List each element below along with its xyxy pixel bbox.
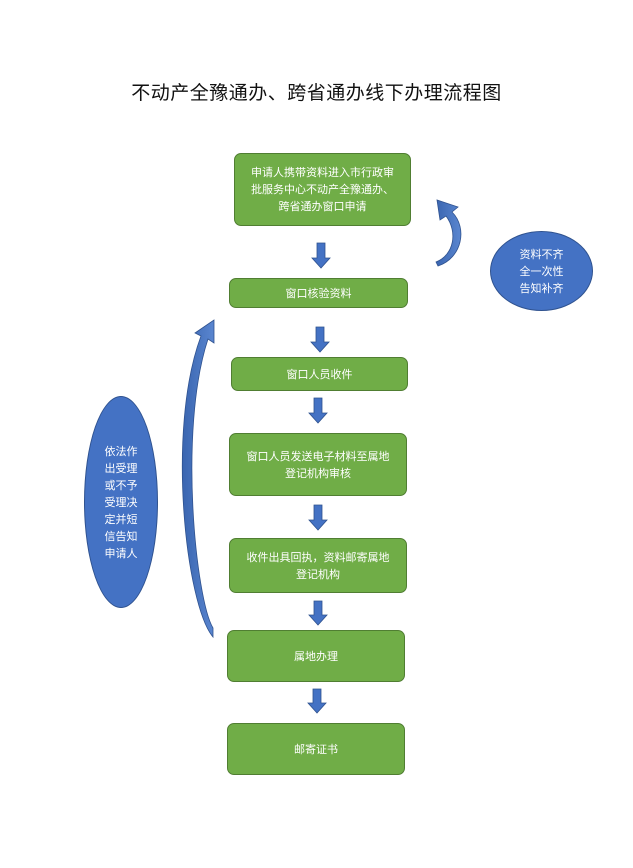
step-apply-line-1: 申请人携带资料进入市行政审: [251, 166, 394, 179]
note-decision-line-2: 出受理: [104, 461, 138, 475]
down-arrow-icon: [311, 242, 331, 269]
step-send-electronic-materials: 窗口人员发送电子材料至属地 登记机构审核: [229, 433, 407, 496]
step-receive-documents-label: 窗口人员收件: [286, 367, 353, 381]
note-decision-line-7: 申请人: [104, 546, 138, 560]
step-send-line-2: 登记机构审核: [285, 466, 351, 480]
note-acceptance-decision: 依法作 出受理 或不予 受理决 定并短 信告知 申请人: [84, 396, 158, 608]
step-mail-certificate-label: 邮寄证书: [294, 742, 338, 756]
down-arrow-icon: [307, 688, 327, 714]
step-local-processing: 属地办理: [227, 630, 405, 682]
step-verify-documents: 窗口核验资料: [229, 278, 408, 308]
step-receipt-line-1: 收件出具回执，资料邮寄属地: [246, 550, 390, 564]
step-local-processing-label: 属地办理: [294, 649, 338, 663]
step-receive-documents: 窗口人员收件: [231, 357, 408, 391]
step-receipt-line-2: 登记机构: [296, 567, 340, 581]
note-decision-line-1: 依法作: [104, 444, 138, 458]
step-issue-receipt: 收件出具回执，资料邮寄属地 登记机构: [229, 538, 407, 593]
down-arrow-icon: [308, 397, 328, 424]
step-apply-line-3: 跨省通办窗口申请: [278, 200, 367, 213]
curved-return-arrow-icon: [435, 199, 462, 267]
note-decision-line-4: 受理决: [104, 495, 138, 509]
step-apply: 申请人携带资料进入市行政审 批服务中心不动产全豫通办、 跨省通办窗口申请: [234, 153, 411, 226]
step-mail-certificate: 邮寄证书: [227, 723, 405, 775]
note-incomplete-line-3: 告知补齐: [519, 281, 564, 295]
step-verify-documents-label: 窗口核验资料: [285, 286, 352, 300]
down-arrow-icon: [308, 600, 328, 626]
page-title: 不动产全豫通办、跨省通办线下办理流程图: [131, 82, 502, 104]
note-incomplete-documents: 资料不齐 全一次性 告知补齐: [490, 231, 593, 311]
note-decision-line-3: 或不予: [104, 478, 138, 492]
note-decision-line-6: 信告知: [104, 529, 138, 543]
step-apply-line-2: 批服务中心不动产全豫通办、: [251, 183, 394, 196]
note-incomplete-line-1: 资料不齐: [519, 247, 564, 261]
down-arrow-icon: [308, 504, 328, 531]
note-decision-line-5: 定并短: [104, 512, 138, 526]
step-send-line-1: 窗口人员发送电子材料至属地: [246, 449, 390, 463]
down-arrow-icon: [310, 326, 330, 353]
note-incomplete-line-2: 全一次性: [519, 264, 564, 278]
curved-feedback-arrow-icon: [181, 319, 215, 639]
